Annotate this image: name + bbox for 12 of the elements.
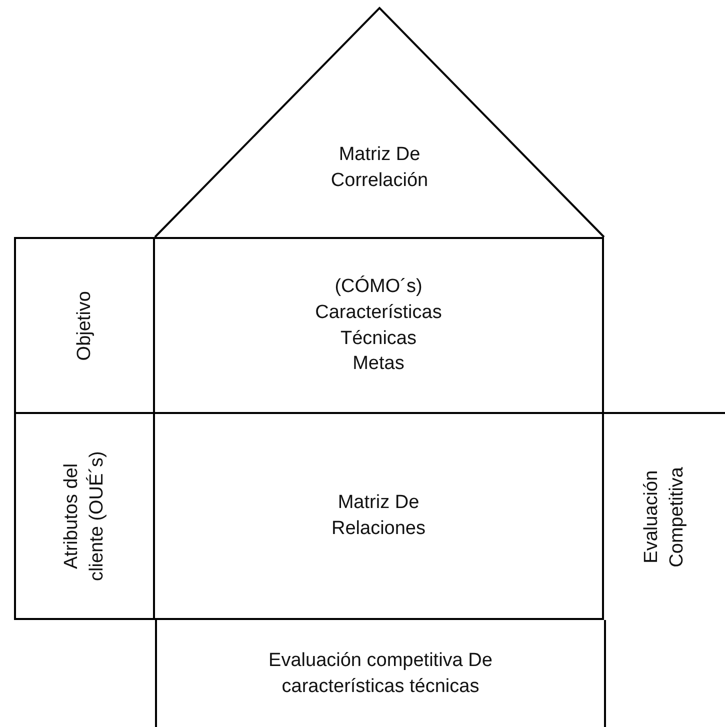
box-label: (CÓMO´s) Características Técnicas Metas [315,274,442,376]
matrix-box [155,412,604,620]
box-label: Objetivo [72,290,96,360]
side-box [14,237,155,412]
box-label: Matriz De Correlación [330,142,428,192]
bottom-box [155,620,606,727]
side-box [14,412,155,620]
box-label: Atributos del cliente (OUÉ´s) [60,450,108,583]
box-label: Evaluación Competitiva [640,466,688,568]
box-label: Evaluación competitiva De características técnicas [268,648,494,698]
box-label: Matriz De Relaciones [332,491,426,541]
matrix-box [155,237,604,412]
